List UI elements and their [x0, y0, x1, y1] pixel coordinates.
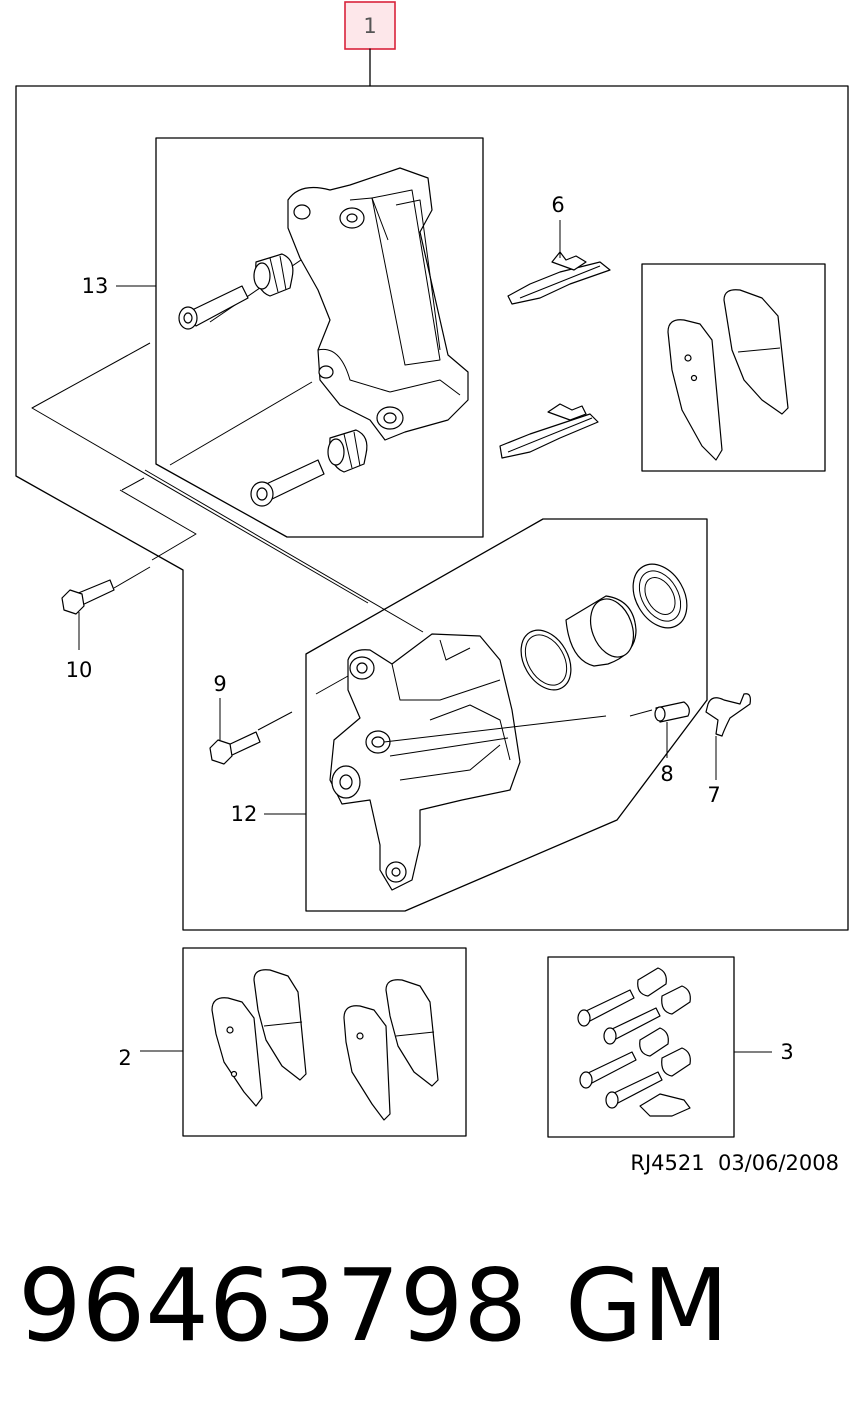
callout-3[interactable]: 3: [780, 1040, 793, 1064]
piston: [565, 595, 637, 667]
caliper-bracket: [287, 167, 469, 441]
piston-seal: [520, 629, 572, 691]
bolt-10: [61, 579, 115, 615]
pad-frame-right: [641, 263, 826, 472]
bolt-9: [209, 731, 261, 765]
caliper-body: [329, 633, 521, 891]
callout-2[interactable]: 2: [118, 1046, 131, 1070]
brake-pads-pair: [667, 289, 789, 461]
part-number: 96463798: [18, 1247, 527, 1364]
caliper-frame: [305, 518, 708, 912]
brand-name: GM: [565, 1247, 729, 1364]
pad-set-frame: [182, 947, 467, 1137]
anti-rattle-clip-lower: [499, 403, 599, 459]
guide-pin-kit-frame: [547, 956, 735, 1138]
callout-12[interactable]: 12: [231, 802, 258, 826]
assembly-outline: [15, 85, 849, 931]
callout-1-highlighted[interactable]: 1: [344, 1, 396, 50]
anti-rattle-clip-upper: [507, 251, 611, 305]
guide-pin-upper: [178, 253, 294, 330]
callout-8[interactable]: 8: [660, 762, 673, 786]
callout-highlight-box: [344, 1, 396, 50]
guide-pin-kit-3: [577, 967, 691, 1117]
retaining-clip-7: [705, 693, 751, 737]
callout-7[interactable]: 7: [707, 783, 720, 807]
callout-1-label: 1: [363, 14, 376, 38]
diagram-reference-date: RJ4521 03/06/2008: [630, 1151, 839, 1175]
brake-pad-set-2: [211, 969, 439, 1121]
dust-boot: [632, 563, 688, 629]
callout-6[interactable]: 6: [551, 193, 564, 217]
bleeder-valve-8: [654, 701, 690, 723]
callout-9[interactable]: 9: [213, 672, 226, 696]
callout-13[interactable]: 13: [82, 274, 109, 298]
guide-pin-lower: [250, 429, 368, 507]
bracket-frame: [155, 137, 484, 538]
callout-10[interactable]: 10: [66, 658, 93, 682]
